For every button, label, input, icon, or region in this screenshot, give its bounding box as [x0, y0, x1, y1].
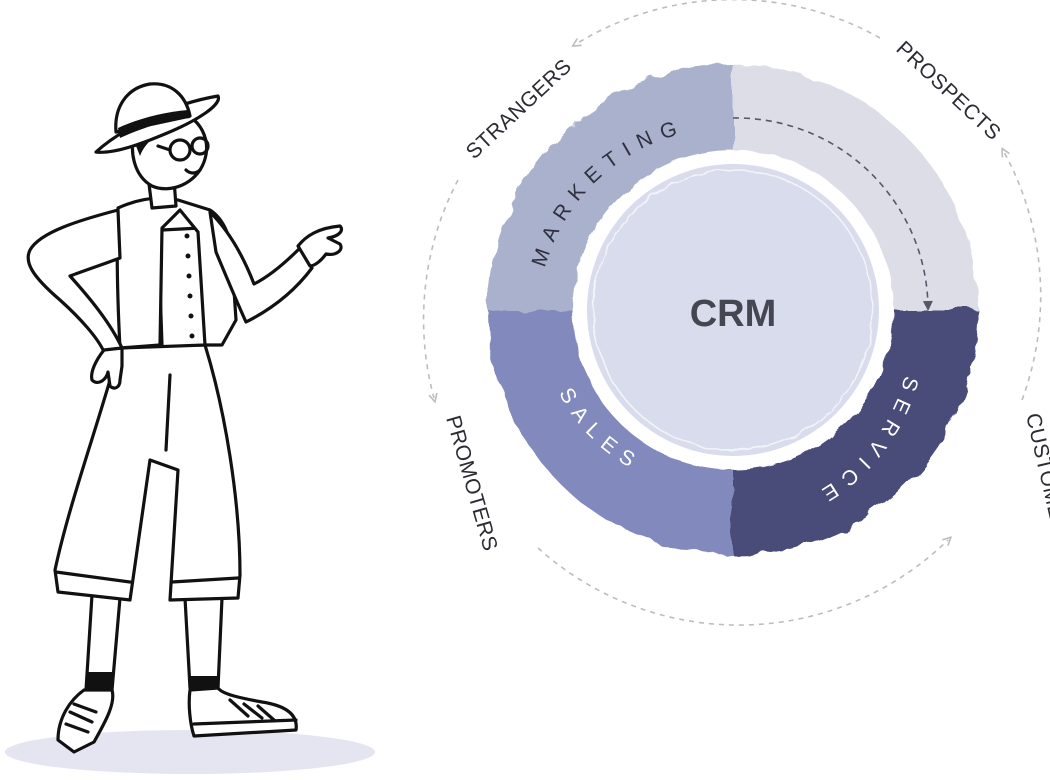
crm-center-label: CRM [690, 293, 777, 335]
stage-label-prospects: PROSPECTS [892, 37, 1006, 145]
crm-center-circle [587, 164, 879, 456]
arrow-prospects-to-strangers [576, 0, 881, 44]
arrow-strangers-to-promoters [422, 179, 459, 398]
crm-wheel: CRM MARKETING SERVICE SALES [488, 65, 978, 555]
arrow-customers-to-prospects [1004, 152, 1042, 401]
ground-shadow [5, 730, 375, 774]
pointing-person-illustration [5, 82, 375, 774]
inner-flow-arrow [732, 117, 933, 311]
outer-cycle-arrows [422, 0, 1042, 626]
stage-label-promoters: PROMOTERS [441, 413, 502, 554]
stage-label-customers: CUSTOMERS [1021, 411, 1050, 551]
